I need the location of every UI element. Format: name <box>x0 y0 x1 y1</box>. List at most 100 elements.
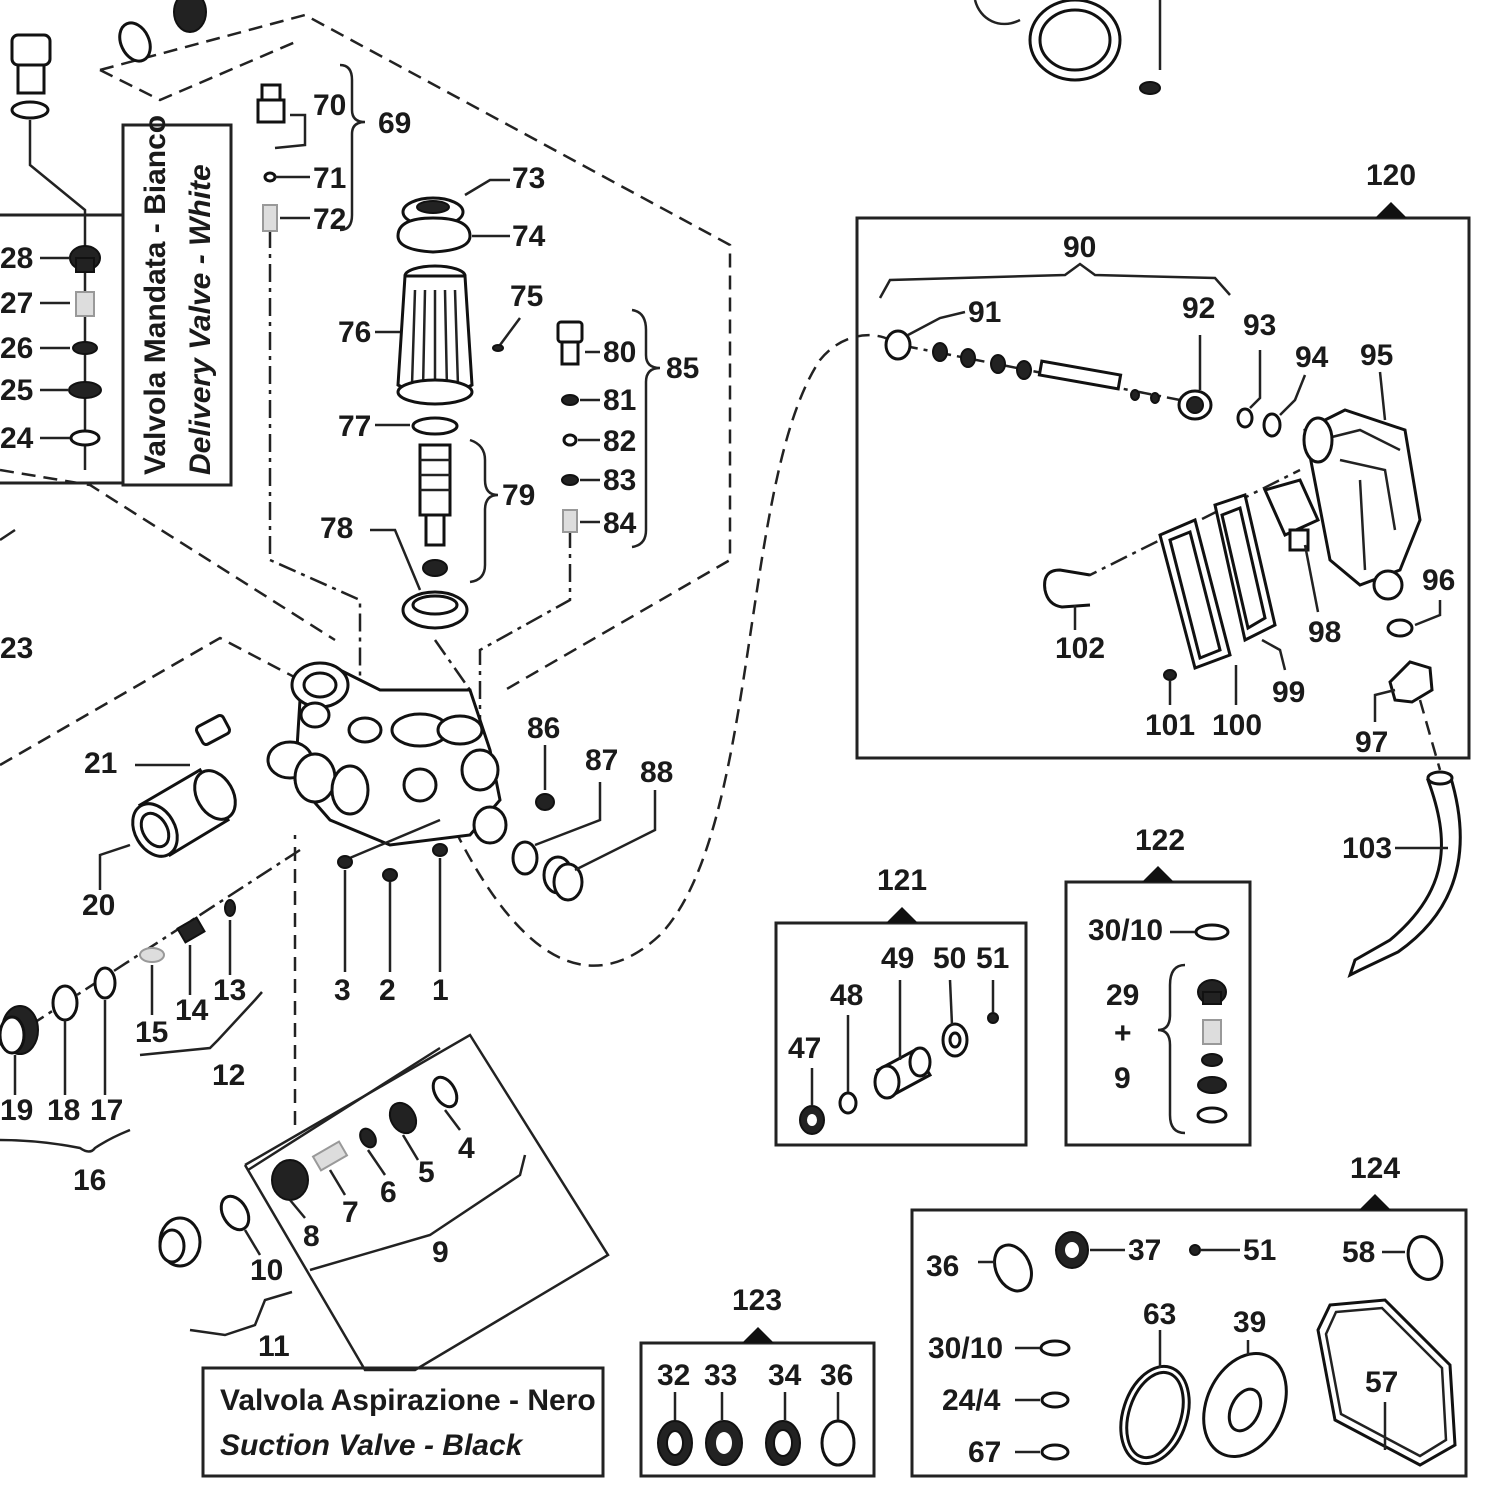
cover-partial-top <box>973 0 1162 95</box>
label-86: 86 <box>527 712 560 745</box>
part-72 <box>262 204 278 232</box>
kit-124-label-39: 39 <box>1233 1306 1266 1339</box>
kit-121-part-48 <box>838 1091 858 1115</box>
kit-121-label-50: 50 <box>933 942 966 975</box>
kit-122-label-9: 9 <box>1114 1062 1131 1095</box>
brace-9 <box>309 1154 527 1272</box>
label-10: 10 <box>250 1254 283 1287</box>
part-70 <box>256 83 286 124</box>
kit-123-label-33: 33 <box>704 1359 737 1392</box>
part-8 <box>271 1159 309 1201</box>
label-124: 124 <box>1350 1152 1400 1185</box>
kit-122-brace <box>1157 963 1186 1135</box>
part-97 <box>1388 660 1434 704</box>
label-82: 82 <box>603 425 636 458</box>
kit-123-part-34 <box>765 1420 801 1466</box>
part-88 <box>542 855 584 902</box>
label-94: 94 <box>1295 341 1329 374</box>
label-120: 120 <box>1366 159 1416 192</box>
kit-124-marker <box>1359 1194 1391 1210</box>
part-80 <box>556 320 584 366</box>
label-88: 88 <box>640 756 673 789</box>
kit-121-part-50 <box>941 1022 969 1058</box>
label-5: 5 <box>418 1156 435 1189</box>
kit-124-part-37 <box>1055 1231 1089 1269</box>
label-4: 4 <box>458 1132 475 1165</box>
kit-124-part-244 <box>1040 1391 1070 1409</box>
kit-124-part-51 <box>1189 1244 1201 1256</box>
kit-124-label-67: 67 <box>968 1436 1001 1469</box>
label-123: 123 <box>732 1284 782 1317</box>
kit-124-part-3010 <box>1039 1339 1071 1357</box>
centerline-delivery <box>28 120 87 470</box>
label-76: 76 <box>338 316 371 349</box>
part-100 <box>1158 517 1232 670</box>
kit-122-marker <box>1142 866 1174 882</box>
label-12: 12 <box>212 1059 245 1092</box>
part-13 <box>224 899 236 917</box>
kit-121-part-49 <box>873 1046 933 1100</box>
part-84 <box>562 509 578 533</box>
brace-79 <box>469 438 499 584</box>
label-73: 73 <box>512 162 545 195</box>
label-103: 103 <box>1342 832 1392 865</box>
part-7 <box>311 1140 349 1172</box>
brace-12 <box>139 991 263 1057</box>
kit-120-marker <box>1375 202 1407 218</box>
label-14: 14 <box>175 994 209 1027</box>
kit-121-part-51 <box>987 1012 999 1024</box>
label-87: 87 <box>585 744 618 777</box>
centerline-70 <box>268 230 362 700</box>
kit-124-box <box>910 1208 1468 1478</box>
part-24 <box>69 429 101 447</box>
label-25: 25 <box>0 374 33 407</box>
part-21 <box>194 714 232 746</box>
delivery-valve-label-en: Delivery Valve - White <box>184 164 217 475</box>
label-15: 15 <box>135 1016 168 1049</box>
delivery-valve-label-it: Valvola Mandata - Bianco <box>139 115 172 475</box>
kit-121-label-49: 49 <box>881 942 914 975</box>
part-18 <box>51 984 79 1022</box>
label-7: 7 <box>342 1196 359 1229</box>
kit-124-label-37: 37 <box>1128 1234 1161 1267</box>
part-74 <box>396 216 472 254</box>
part-10-11 <box>158 1194 251 1268</box>
kit-121-label-47: 47 <box>788 1032 821 1065</box>
label-78: 78 <box>320 512 353 545</box>
kit-122-part-3010 <box>1194 923 1230 941</box>
label-83: 83 <box>603 464 636 497</box>
part-87 <box>511 840 539 876</box>
part-93 <box>1236 407 1254 429</box>
label-92: 92 <box>1182 292 1215 325</box>
kit-124-label-244: 24/4 <box>942 1384 1001 1417</box>
label-93: 93 <box>1243 309 1276 342</box>
label-16: 16 <box>73 1164 106 1197</box>
label-90: 90 <box>1063 231 1096 264</box>
label-8: 8 <box>303 1220 320 1253</box>
label-98: 98 <box>1308 616 1341 649</box>
label-28: 28 <box>0 242 33 275</box>
label-13: 13 <box>213 974 246 1007</box>
part-102 <box>1043 568 1091 609</box>
label-95: 95 <box>1360 339 1393 372</box>
seals-top <box>118 0 207 63</box>
part-82 <box>562 433 578 447</box>
label-11: 11 <box>258 1330 290 1363</box>
label-85: 85 <box>666 352 699 385</box>
kit-124-part-36 <box>993 1243 1033 1293</box>
kit-124-part-58 <box>1406 1235 1444 1281</box>
fitting-top-left <box>10 33 52 120</box>
part-2 <box>382 868 398 882</box>
label-21: 21 <box>84 747 117 780</box>
assembly-outline-top <box>99 38 301 102</box>
part-6 <box>359 1127 377 1149</box>
part-25 <box>68 381 102 399</box>
part-20 <box>131 767 237 858</box>
kit-123-label-34: 34 <box>768 1359 802 1392</box>
brace-85 <box>631 308 661 549</box>
brace-90 <box>878 262 1231 299</box>
part-103 <box>1347 770 1462 978</box>
part-27 <box>75 291 95 317</box>
part-91 <box>884 329 912 361</box>
